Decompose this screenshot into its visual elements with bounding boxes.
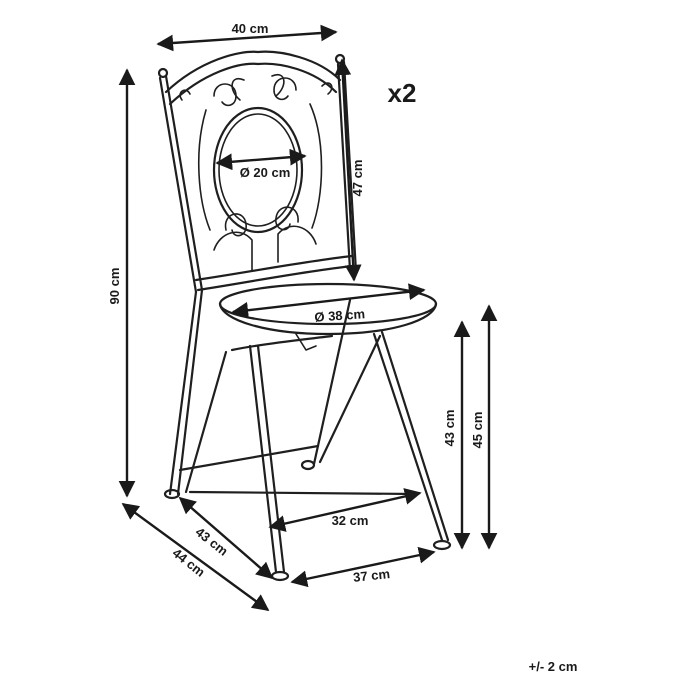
label-total-height: 90 cm (107, 268, 122, 305)
label-back-height: 47 cm (350, 160, 365, 197)
dim-line-width-top (156, 24, 338, 52)
label-seat-diameter: Ø 38 cm (314, 306, 366, 324)
label-seat-height-back: 45 cm (470, 412, 485, 449)
dimension-labels: 40 cm Ø 20 cm 47 cm Ø 38 cm 90 cm 43 cm … (107, 21, 577, 674)
dim-line-back-height (334, 58, 362, 282)
dim-line-seat-diameter (231, 283, 426, 319)
label-tolerance: +/- 2 cm (529, 659, 578, 674)
label-width-top: 40 cm (232, 21, 269, 36)
dimension-lines (118, 24, 498, 611)
label-depth-outer: 44 cm (170, 545, 208, 580)
chair-illustration (157, 50, 452, 582)
dim-line-back-diameter (215, 148, 307, 171)
label-back-diameter: Ø 20 cm (240, 165, 291, 180)
dim-line-leg-span-outer (290, 546, 436, 588)
label-leg-span-outer: 37 cm (352, 566, 390, 585)
label-seat-height-front: 43 cm (442, 410, 457, 447)
dim-line-depth-outer (121, 503, 270, 611)
label-leg-span-inner: 32 cm (332, 513, 369, 528)
dim-line-leg-span-inner (268, 488, 422, 532)
label-quantity: x2 (388, 78, 417, 108)
label-depth-inner: 43 cm (193, 524, 231, 559)
